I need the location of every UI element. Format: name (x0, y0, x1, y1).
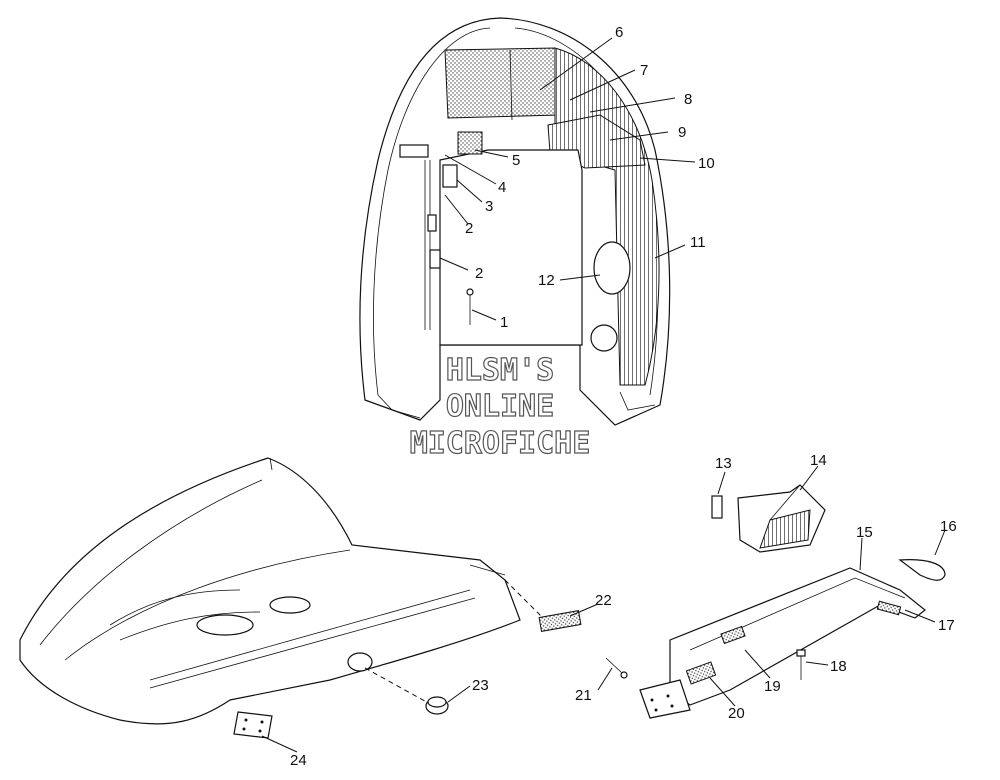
callout-24: 24 (290, 752, 307, 769)
hood-underside-assembly (359, 17, 671, 426)
callout-9: 9 (678, 124, 686, 141)
callout-2-upper: 2 (465, 220, 473, 237)
part-23-plug (425, 696, 449, 715)
part-21-rivet (605, 657, 628, 679)
part-18-screw (796, 649, 806, 680)
callout-labels: 1 2 2 3 4 5 6 7 8 9 10 11 12 13 14 15 16… (290, 24, 957, 769)
callout-12: 12 (538, 272, 555, 289)
callout-20: 20 (728, 705, 745, 722)
top-leader-lines (439, 37, 696, 321)
callout-15: 15 (856, 524, 873, 541)
callout-4: 4 (498, 179, 506, 196)
callout-18: 18 (830, 658, 847, 675)
watermark-line-3: MICROFICHE (410, 426, 591, 461)
callout-22: 22 (595, 592, 612, 609)
callout-21: 21 (575, 687, 592, 704)
callout-8: 8 (684, 91, 692, 108)
dashed-guides (364, 579, 546, 706)
part-20-hinge (639, 679, 691, 719)
callout-14: 14 (810, 452, 827, 469)
watermark: HLSM'S ONLINE MICROFICHE (409, 352, 591, 461)
callout-23: 23 (472, 677, 489, 694)
callout-1: 1 (500, 314, 508, 331)
callout-11: 11 (690, 234, 706, 251)
callout-19: 19 (764, 678, 781, 695)
callout-10: 10 (698, 155, 715, 172)
part-14-duct (737, 484, 826, 553)
callout-3: 3 (485, 198, 493, 215)
watermark-line-1: HLSM'S (446, 353, 554, 388)
callout-13: 13 (715, 455, 732, 472)
callout-2-lower: 2 (475, 265, 483, 282)
part-24-plate (233, 711, 273, 739)
callout-6: 6 (615, 24, 623, 41)
callout-7: 7 (640, 62, 648, 79)
hood-perspective-assembly (19, 457, 521, 725)
part-15-bracket (669, 567, 926, 706)
part-16-clip (898, 559, 946, 581)
callout-17: 17 (938, 617, 955, 634)
bottom-leader-lines (261, 465, 946, 753)
callout-16: 16 (940, 518, 957, 535)
watermark-line-2: ONLINE (446, 389, 554, 424)
part-13-strip (711, 495, 723, 519)
callout-5: 5 (512, 152, 520, 169)
